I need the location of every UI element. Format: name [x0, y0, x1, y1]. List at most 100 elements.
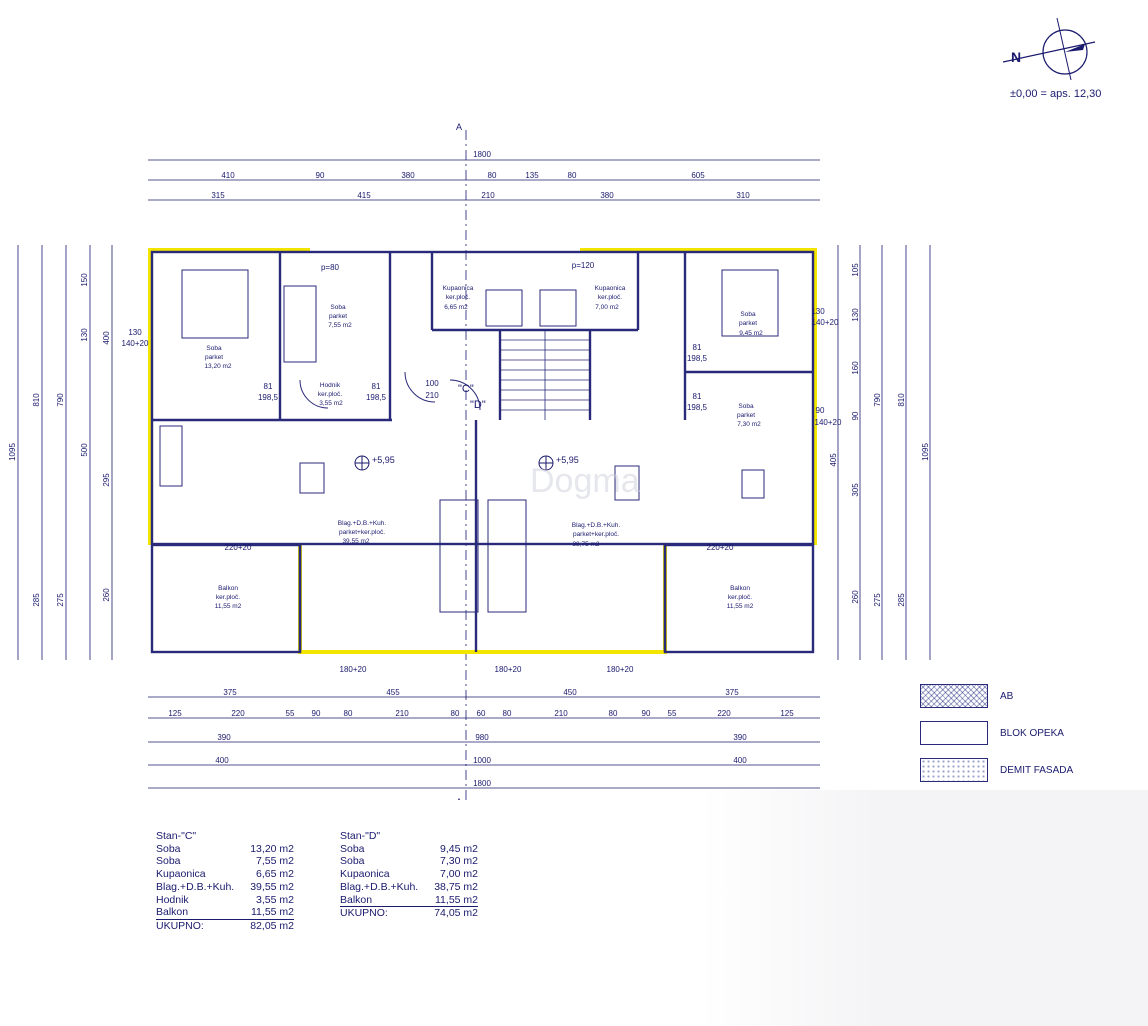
svg-text:Kupaonica: Kupaonica	[443, 285, 474, 292]
svg-text:7,30 m2: 7,30 m2	[737, 421, 761, 428]
opening-label: 140+20	[815, 418, 842, 427]
dim-label: 220	[717, 709, 731, 718]
table-title: Stan-"C"	[156, 830, 197, 842]
dim-label: 315	[211, 191, 225, 200]
dim-label: 135	[525, 171, 539, 180]
legend-item-ab: AB	[920, 683, 1013, 709]
dim-label: 400	[215, 756, 229, 765]
legend-label: DEMIT FASADA	[1000, 764, 1074, 776]
dim-label: 400	[733, 756, 747, 765]
svg-text:9,45 m2: 9,45 m2	[739, 330, 763, 337]
room-label: Soba parket 7,30 m2	[737, 403, 761, 428]
dim-label: 80	[451, 709, 460, 718]
svg-text:Soba: Soba	[738, 403, 754, 410]
opening-label: 180+20	[495, 665, 522, 674]
opening-label: 81	[693, 343, 702, 352]
svg-text:6,65 m2: 6,65 m2	[444, 304, 468, 311]
dim-label: 285	[897, 593, 906, 607]
dim-label: 275	[56, 593, 65, 607]
opening-label: 140+20	[812, 318, 839, 327]
elevation-note: ±0,00 = aps. 12,30	[1010, 88, 1102, 100]
watermark: Dogma	[530, 462, 640, 500]
dim-label: 790	[873, 393, 882, 407]
room-label: Kupaonica ker.ploč. 7,00 m2	[595, 285, 626, 311]
north-arrow-icon: N	[1002, 17, 1096, 81]
svg-text:parket: parket	[739, 320, 757, 327]
opening-label: 180+20	[607, 665, 634, 674]
section-mark-icon: A	[456, 122, 462, 132]
svg-text:ker.ploč.: ker.ploč.	[598, 294, 622, 301]
dim-label: 260	[851, 590, 860, 604]
opening-label: 140+20	[122, 339, 149, 348]
dim-label: 80	[488, 171, 497, 180]
svg-text:ker.ploč.: ker.ploč.	[318, 391, 342, 398]
svg-text:3,55 m2: 3,55 m2	[319, 400, 343, 407]
dim-label: 210	[481, 191, 495, 200]
opening-label: p=120	[572, 261, 595, 270]
opening-label: 210	[425, 391, 439, 400]
scan-fade	[700, 790, 1148, 1026]
dim-label: 410	[221, 171, 235, 180]
opening-label: 198,5	[687, 403, 708, 412]
section-mark-icon: A	[456, 797, 462, 800]
svg-text:parket+ker.ploč.: parket+ker.ploč.	[339, 529, 385, 536]
dim-label: 80	[568, 171, 577, 180]
dim-label: 295	[102, 473, 111, 487]
svg-text:Soba: Soba	[740, 311, 756, 318]
dim-label: 375	[223, 688, 237, 697]
svg-text:parket: parket	[205, 354, 223, 361]
dim-label: 90	[642, 709, 651, 718]
room-label: Soba parket 13,20 m2	[204, 345, 231, 370]
hatch-swatch	[920, 684, 988, 708]
opening-label: 81	[264, 382, 273, 391]
dim-label: 210	[395, 709, 409, 718]
dim-label: 80	[503, 709, 512, 718]
svg-text:Blag.+D.B.+Kuh.: Blag.+D.B.+Kuh.	[338, 520, 387, 527]
level-mark-icon	[354, 455, 554, 471]
opening-label: p=80	[321, 263, 340, 272]
dim-label: 220	[231, 709, 245, 718]
svg-text:7,55 m2: 7,55 m2	[328, 322, 352, 329]
svg-text:parket: parket	[329, 313, 347, 320]
svg-text:Hodnik: Hodnik	[320, 382, 341, 389]
table-row: Blag.+D.B.+Kuh.38,75 m2	[340, 880, 478, 893]
dim-label: 415	[357, 191, 371, 200]
dim-label: 380	[600, 191, 614, 200]
opening-label: 198,5	[687, 354, 708, 363]
table-total: UKUPNO:82,05 m2	[156, 919, 294, 932]
dim-label: 90	[851, 411, 860, 420]
opening-label: 198,5	[366, 393, 387, 402]
dim-label: 130	[80, 328, 89, 342]
dim-label: 605	[691, 171, 705, 180]
dim-label: 1800	[473, 150, 491, 159]
opening-label: 81	[693, 392, 702, 401]
dim-label: 980	[475, 733, 489, 742]
svg-text:N: N	[1011, 49, 1021, 65]
opening-label: 130	[128, 328, 142, 337]
svg-text:38,75 m2: 38,75 m2	[572, 541, 599, 548]
svg-text:Balkon: Balkon	[730, 585, 750, 592]
room-label: Soba parket 9,45 m2	[739, 311, 763, 337]
opening-label: 130	[811, 307, 825, 316]
legend-label: BLOK OPEKA	[1000, 727, 1064, 739]
level-mark-text: +5,95	[372, 455, 395, 465]
dim-label: 450	[563, 688, 577, 697]
room-label: Kupaonica ker.ploč. 6,65 m2	[443, 285, 474, 311]
opening-label: 180+20	[340, 665, 367, 674]
room-label: Balkon ker.ploč. 11,55 m2	[215, 585, 242, 610]
dim-label: 285	[32, 593, 41, 607]
svg-text:ker.ploč.: ker.ploč.	[728, 594, 752, 601]
dim-label: 390	[733, 733, 747, 742]
svg-text:parket: parket	[737, 412, 755, 419]
svg-text:ker.ploč.: ker.ploč.	[216, 594, 240, 601]
opening-label: 198,5	[258, 393, 279, 402]
